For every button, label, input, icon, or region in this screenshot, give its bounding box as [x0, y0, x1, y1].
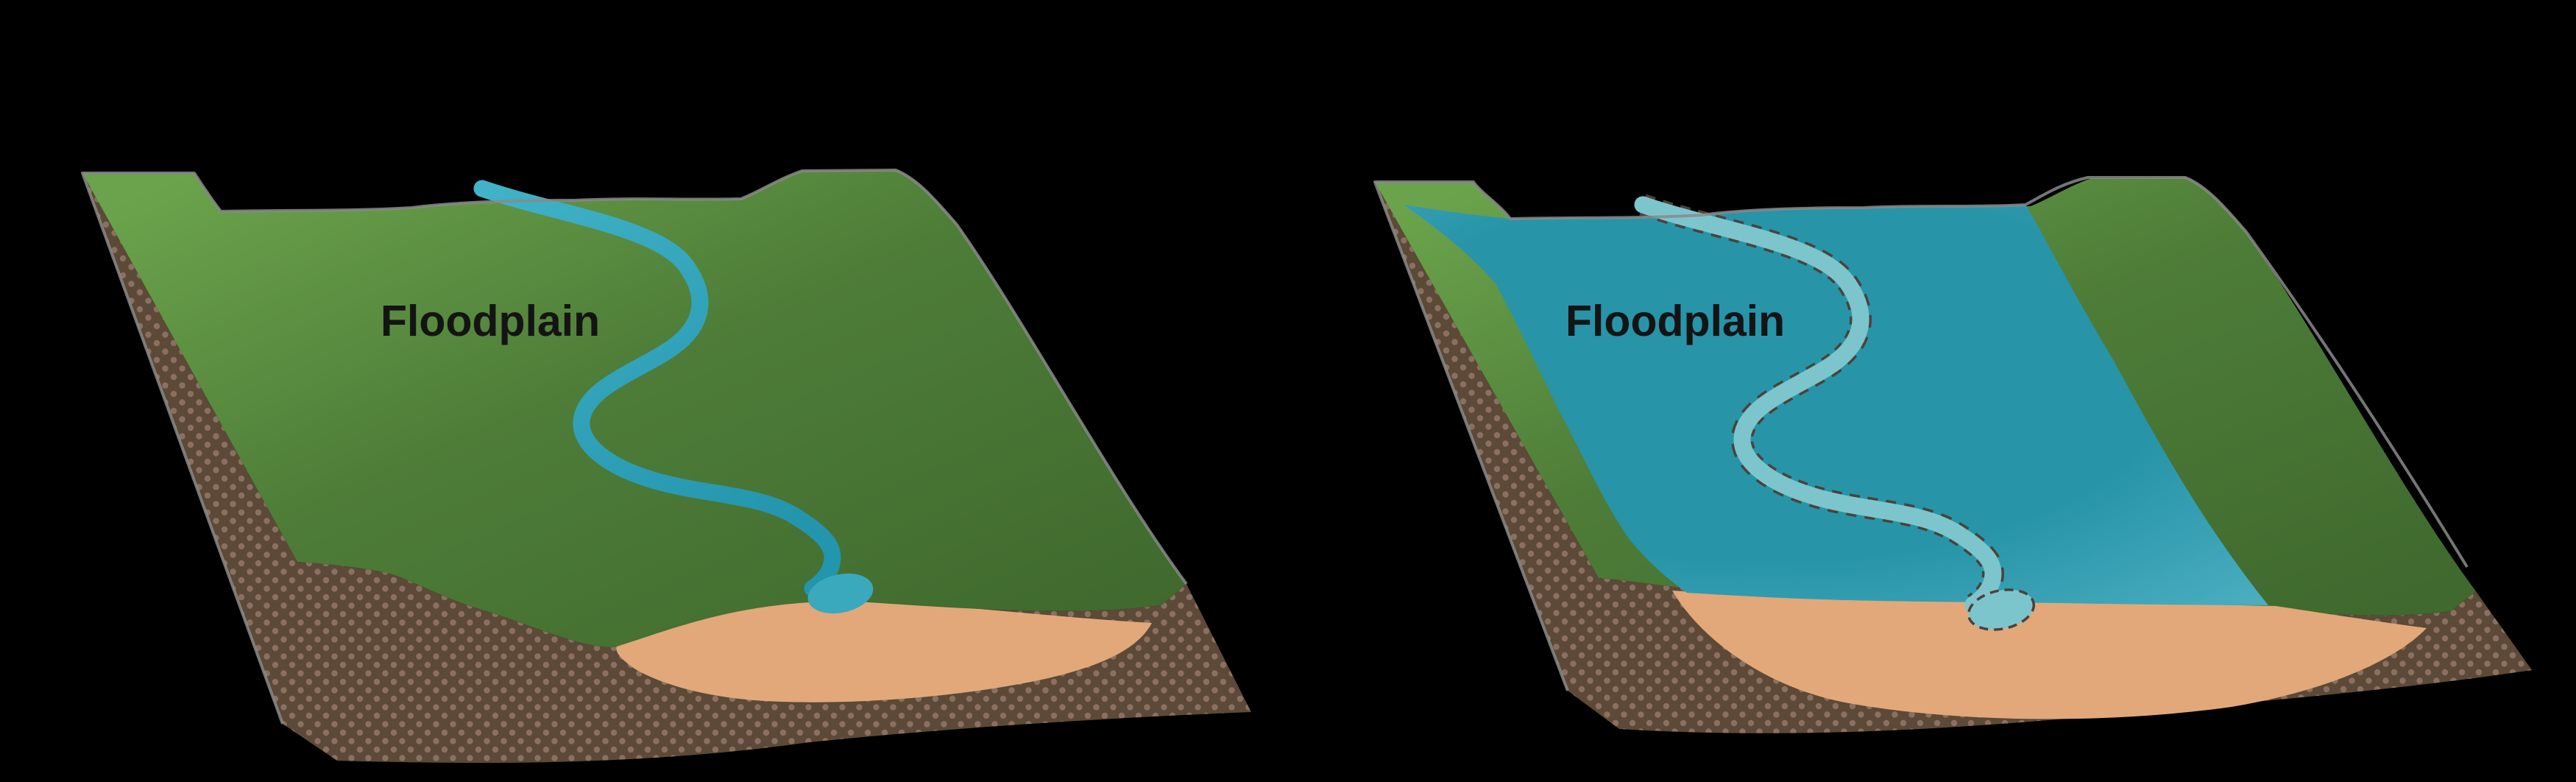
silhouette-edge: [81, 169, 1188, 725]
land-surface: [82, 170, 1186, 647]
floodplain-label: Floodplain: [381, 297, 600, 345]
alluvium-deposit: [1672, 591, 2427, 719]
alluvium-deposit: [616, 599, 1152, 702]
submerged-river-channel: [1634, 196, 2002, 613]
channel-mouth: [1967, 588, 2036, 631]
floodplain-label: Floodplain: [1565, 297, 1785, 345]
valley-block-normal: Floodplain: [81, 169, 1251, 764]
river-mouth: [807, 573, 874, 614]
soil-cross-section: [1375, 182, 2532, 733]
silhouette-edge: [1373, 176, 2469, 691]
valley-block-flooded: Floodplain: [1373, 176, 2532, 733]
flood-water: [1404, 205, 2268, 605]
river: [473, 180, 841, 597]
